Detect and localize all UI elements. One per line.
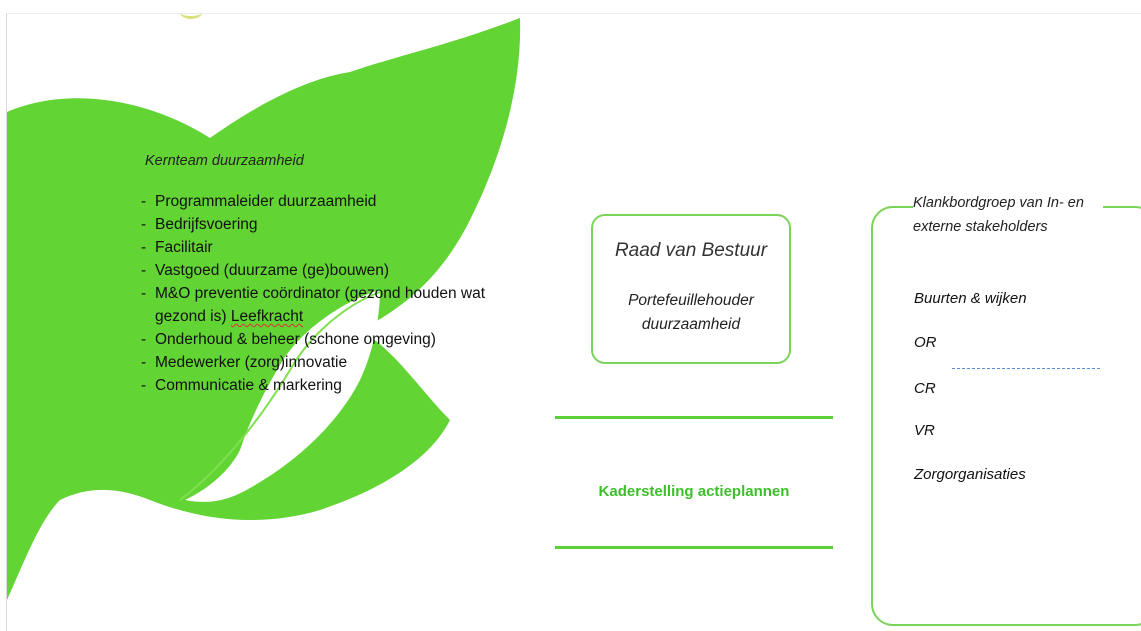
raad-van-bestuur-box: Raad van Bestuur Portefeuillehouder duur… [591, 214, 791, 364]
klankbord-item: VR [914, 422, 935, 439]
kernteam-item: M&O preventie coördinator (gezond houden… [139, 282, 539, 328]
divider-line-top [555, 416, 833, 419]
kernteam-item: Communicatie & markering [139, 374, 539, 397]
divider-line-bottom [555, 546, 833, 549]
kaderstelling-label: Kaderstelling actieplannen [598, 483, 790, 500]
klankbord-item: OR [914, 334, 937, 351]
klankbord-item: Buurten & wijken [914, 290, 1027, 307]
raad-subtitle: Portefeuillehouder duurzaamheid [628, 292, 754, 333]
kernteam-item: Onderhoud & beheer (schone omgeving) [139, 328, 539, 351]
left-edge-line [6, 14, 7, 631]
top-edge-line [6, 13, 1141, 14]
raad-title: Raad van Bestuur [614, 240, 768, 261]
spelling-flagged-word: Leefkracht [230, 308, 304, 325]
klankbord-item: CR [914, 380, 936, 397]
top-corner-mark [180, 6, 202, 19]
dashed-separator [952, 368, 1100, 369]
kernteam-title: Kernteam duurzaamheid [145, 153, 304, 169]
klankbord-item: Zorgorganisaties [914, 466, 1026, 483]
kernteam-item: Programmaleider duurzaamheid [139, 190, 539, 213]
kernteam-item: Vastgoed (duurzame (ge)bouwen) [139, 259, 539, 282]
kernteam-list: Programmaleider duurzaamheid Bedrijfsvoe… [139, 190, 539, 397]
kernteam-item: Medewerker (zorg)innovatie [139, 351, 539, 374]
klankbord-title: Klankbordgroep van In- en externe stakeh… [913, 191, 1103, 239]
kernteam-item: Facilitair [139, 236, 539, 259]
kernteam-item: Bedrijfsvoering [139, 213, 539, 236]
klankbord-box [871, 206, 1141, 626]
